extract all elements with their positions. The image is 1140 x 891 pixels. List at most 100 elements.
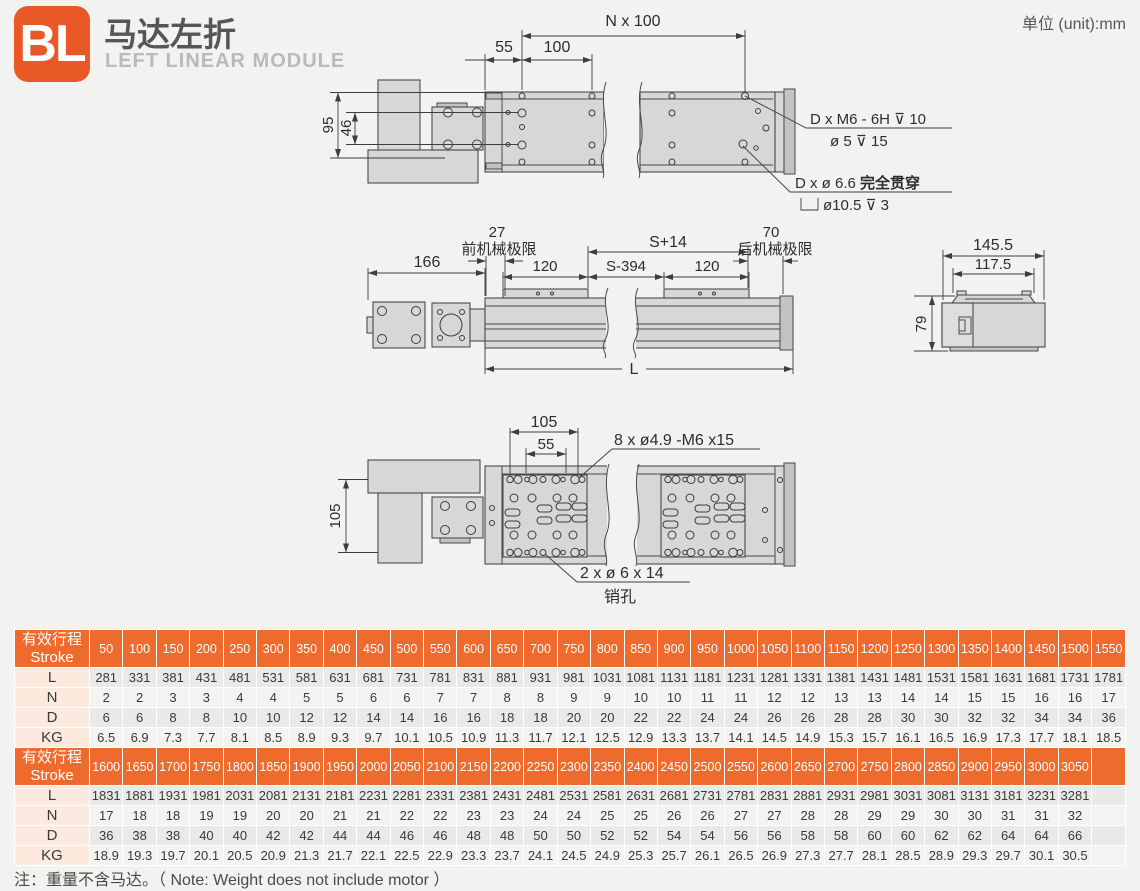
data-cell: 38 (155, 825, 191, 846)
data-cell: 9 (590, 687, 625, 708)
data-cell: 25 (623, 805, 658, 826)
row-label-cell: L (14, 785, 90, 806)
footer-note: 注：重量不含马达。（ Note: Weight does not include… (14, 872, 450, 889)
data-cell: 12.1 (556, 727, 592, 748)
stroke-value-cell: 400 (322, 629, 358, 668)
data-cell: 681 (356, 667, 391, 688)
data-cell: 52 (623, 825, 658, 846)
data-cell: 22 (623, 707, 658, 728)
data-cell: 21.7 (322, 845, 358, 866)
data-cell: 3031 (890, 785, 926, 806)
data-cell: 27 (757, 805, 792, 826)
stroke-value-cell: 1200 (857, 629, 892, 668)
data-cell: 18 (122, 805, 157, 826)
data-cell: 28 (790, 805, 825, 826)
data-cell: 17.3 (990, 727, 1026, 748)
data-cell: 6 (122, 707, 157, 728)
data-cell: 14 (356, 707, 391, 728)
data-cell: 16.1 (890, 727, 926, 748)
label-rear-mechanical-limit: 后机械极限 (737, 241, 812, 258)
data-cell: 981 (556, 667, 592, 688)
data-cell: 50 (523, 825, 558, 846)
row-label-cell: D (14, 825, 90, 846)
data-cell: 34 (1057, 707, 1093, 728)
data-cell-empty (1091, 785, 1126, 806)
dim-27: 27 (489, 224, 506, 241)
data-cell: 10 (222, 707, 258, 728)
data-cell: 28 (823, 805, 859, 826)
data-cell: 24 (690, 707, 725, 728)
row-label-cell: N (14, 805, 90, 826)
data-cell: 7.7 (189, 727, 224, 748)
data-cell: 6 (88, 707, 124, 728)
data-cell: 2581 (590, 785, 625, 806)
data-cell: 15 (990, 687, 1026, 708)
data-cell: 1781 (1091, 667, 1126, 688)
data-cell: 27 (723, 805, 759, 826)
data-cell: 8.5 (256, 727, 291, 748)
data-cell: 23.7 (489, 845, 525, 866)
data-cell: 11.7 (523, 727, 558, 748)
data-cell: 28.5 (890, 845, 926, 866)
data-cell: 42 (256, 825, 291, 846)
data-cell: 2031 (222, 785, 258, 806)
data-cell: 1181 (690, 667, 725, 688)
data-cell: 30.1 (1024, 845, 1059, 866)
data-cell: 3 (155, 687, 191, 708)
row-label-cell: N (14, 687, 90, 708)
stroke-value-cell: 1000 (723, 629, 759, 668)
data-cell: 2781 (723, 785, 759, 806)
data-cell: 2981 (857, 785, 892, 806)
stroke-value-cell: 900 (656, 629, 692, 668)
data-cell: 631 (322, 667, 358, 688)
data-cell: 1731 (1057, 667, 1093, 688)
data-cell: 581 (289, 667, 324, 688)
annotation-thread-line1: D x M6 - 6H ⊽ 10 (810, 111, 926, 128)
data-cell: 1881 (122, 785, 157, 806)
data-cell: 281 (88, 667, 124, 688)
data-cell: 1831 (88, 785, 124, 806)
stroke-value-cell: 250 (222, 629, 258, 668)
data-cell: 14 (389, 707, 425, 728)
data-cell: 25.3 (623, 845, 658, 866)
stroke-value-cell: 2200 (489, 747, 525, 786)
data-cell: 52 (590, 825, 625, 846)
stroke-value-cell: 2300 (556, 747, 592, 786)
stroke-value-cell: 650 (489, 629, 525, 668)
technical-drawings: 95 46 N x 100 55 100 D x M6 - 6H ⊽ 10 ø … (320, 13, 1046, 606)
data-cell: 48 (489, 825, 525, 846)
stroke-value-cell: 1450 (1024, 629, 1059, 668)
data-cell: 40 (222, 825, 258, 846)
dim-55-bottom-view: 55 (538, 436, 555, 453)
dim-105-left: 105 (327, 503, 344, 528)
data-cell: 18 (155, 805, 191, 826)
bottom-view-drawing: 105 55 8 x ø4.9 -M6 x15 105 2 x ø 6 x 14… (327, 414, 796, 606)
dim-s-minus-394: S-394 (606, 258, 646, 275)
stroke-value-cell: 3050 (1057, 747, 1093, 786)
dim-46: 46 (338, 120, 355, 137)
data-cell: 6 (356, 687, 391, 708)
stroke-value-cell: 2850 (924, 747, 959, 786)
data-cell: 32 (990, 707, 1026, 728)
data-cell: 54 (690, 825, 725, 846)
data-cell: 22.1 (356, 845, 391, 866)
data-cell: 24.1 (523, 845, 558, 866)
data-cell: 20.5 (222, 845, 258, 866)
stroke-value-cell: 350 (289, 629, 324, 668)
stroke-value-cell: 550 (423, 629, 458, 668)
dim-100: 100 (544, 39, 571, 56)
stroke-value-cell: 2650 (790, 747, 825, 786)
data-cell: 23 (489, 805, 525, 826)
data-cell: 16 (456, 707, 491, 728)
label-front-mechanical-limit: 前机械极限 (461, 241, 536, 258)
row-label-cell: D (14, 707, 90, 728)
data-cell: 24 (523, 805, 558, 826)
data-cell: 24.5 (556, 845, 592, 866)
data-cell: 9.7 (356, 727, 391, 748)
stroke-value-cell: 2700 (823, 747, 859, 786)
stroke-value-cell: 2400 (623, 747, 658, 786)
data-cell: 64 (1024, 825, 1059, 846)
data-cell: 2631 (623, 785, 658, 806)
